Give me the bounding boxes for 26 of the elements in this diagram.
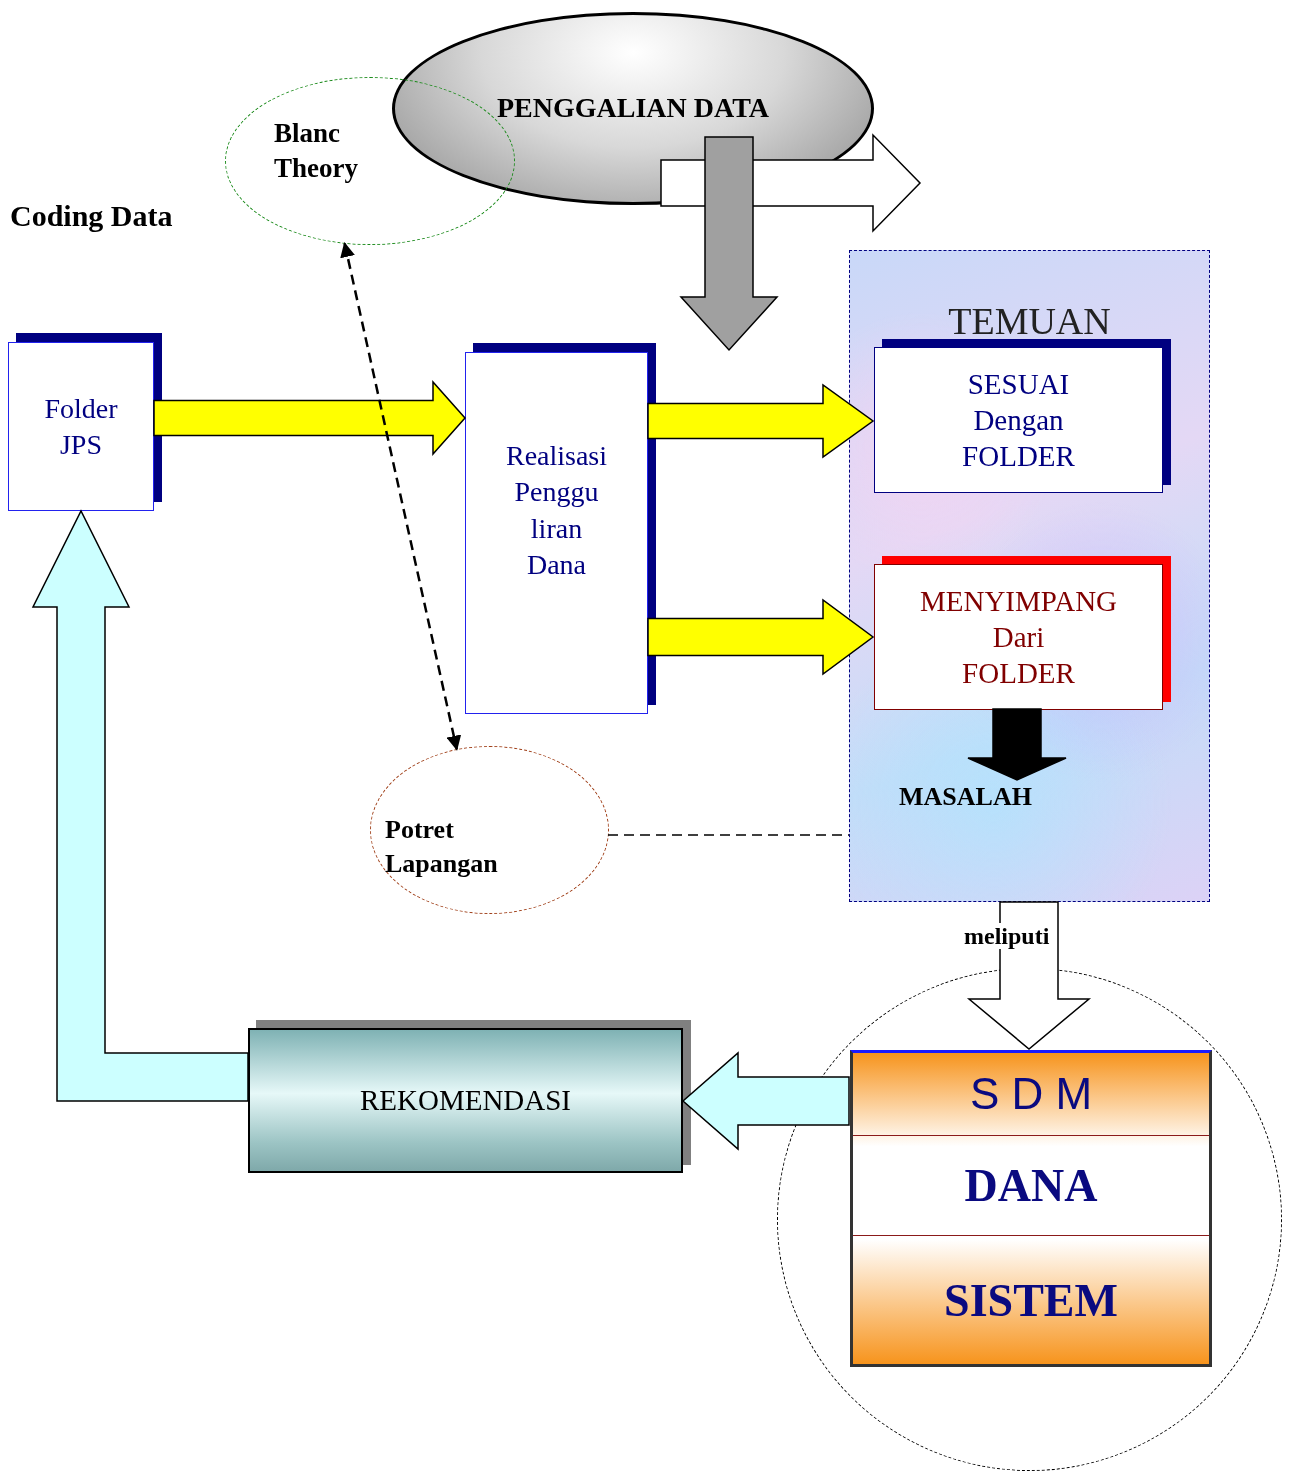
node-label: MASALAH: [899, 781, 1035, 812]
edge-label: meliputi: [962, 923, 1052, 950]
node-label: REKOMENDASI: [359, 1082, 572, 1118]
node-label: TEMUAN: [948, 299, 1111, 344]
node-label: PENGGALIAN DATA: [497, 91, 769, 126]
node-label: Realisasi Penggu liran Dana: [504, 439, 609, 583]
block-arrow: [647, 598, 875, 676]
node-label: Potret Lapangan: [385, 814, 499, 880]
heading-label: Coding Data: [10, 198, 173, 234]
node-label: Blanc Theory: [274, 117, 359, 186]
block-arrow: [679, 136, 779, 352]
block-arrow: [31, 509, 249, 1102]
stack-row: DANA: [853, 1135, 1209, 1237]
node-label: MENYIMPANG Dari FOLDER: [918, 583, 1119, 692]
stacked-box: [850, 1050, 1212, 1367]
block-arrow: [153, 380, 466, 456]
dashed-panel: [849, 250, 1210, 902]
block-arrow: [967, 708, 1067, 781]
stack-row: S D M: [853, 1053, 1209, 1136]
dashed-line: [607, 834, 850, 836]
node-label: SESUAI Dengan FOLDER: [961, 366, 1076, 475]
node-label: Folder JPS: [43, 392, 119, 463]
block-arrow: [681, 1051, 850, 1151]
dashed-arrow: [340, 242, 462, 751]
stack-row-text: SISTEM: [943, 1273, 1119, 1328]
block-arrow: [647, 383, 875, 459]
